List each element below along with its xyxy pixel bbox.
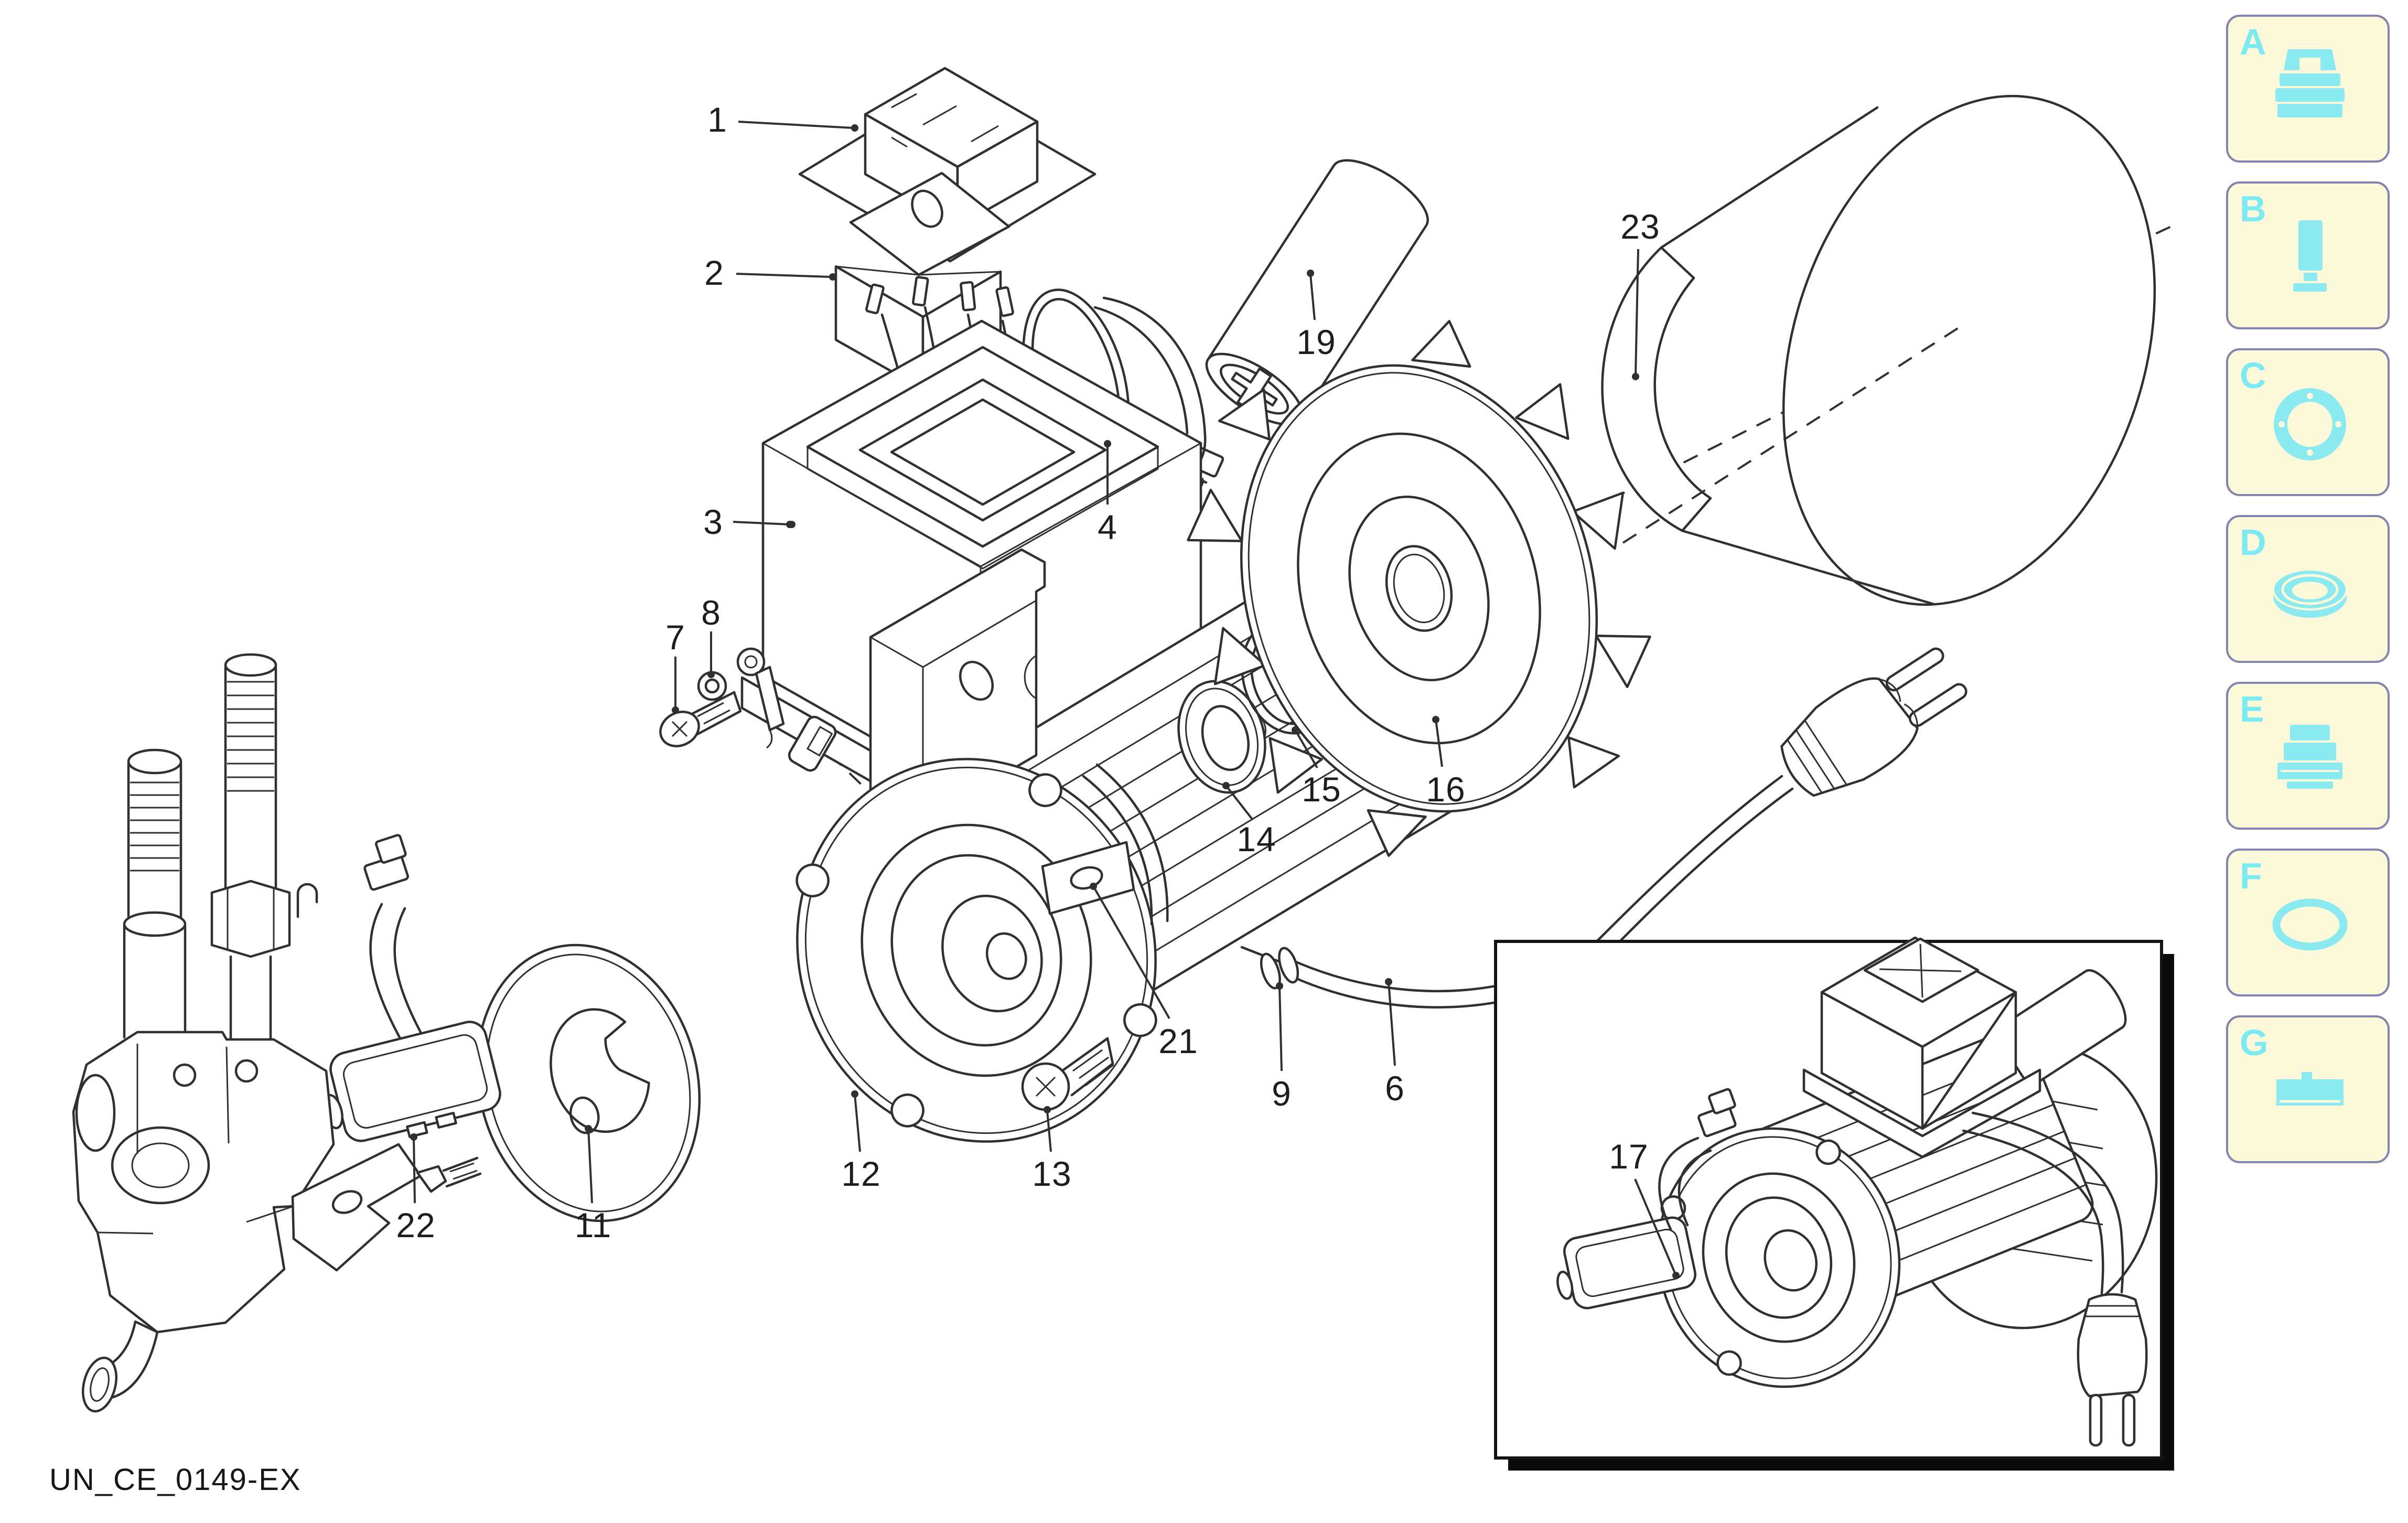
callout-17: 17 xyxy=(1609,1137,1649,1176)
assembled-unit xyxy=(1556,936,2158,1447)
leader-line-9 xyxy=(1278,985,1283,1071)
sidebar-item-d[interactable]: D xyxy=(2226,515,2390,663)
leader-line-13 xyxy=(1046,1110,1052,1152)
part-screw-7 xyxy=(659,691,742,747)
leader-line-21 xyxy=(1092,886,1170,1019)
callout-1: 1 xyxy=(707,100,727,139)
sidebar-item-g[interactable]: G xyxy=(2226,1015,2390,1163)
callout-22: 22 xyxy=(396,1206,436,1245)
sidebar-item-f[interactable]: F xyxy=(2226,849,2390,996)
leader-line-14 xyxy=(1225,785,1253,820)
drawing-code: UN_CE_0149-EX xyxy=(49,1463,302,1497)
callout-11: 11 xyxy=(574,1206,612,1245)
sidebar-item-e[interactable]: E xyxy=(2226,682,2390,830)
sidebar-letter-f: F xyxy=(2240,855,2262,896)
leader-line-3 xyxy=(733,521,790,525)
leader-line-17 xyxy=(1634,1178,1677,1276)
callout-23: 23 xyxy=(1620,207,1660,246)
leader-lines xyxy=(413,121,1677,1276)
part-clamp-strap xyxy=(1041,763,1169,926)
callout-6: 6 xyxy=(1385,1069,1405,1108)
cord-grommet xyxy=(1260,947,1299,990)
callout-14: 14 xyxy=(1237,820,1276,859)
callout-19: 19 xyxy=(1296,323,1336,361)
leader-line-23 xyxy=(1635,249,1639,376)
callout-21: 21 xyxy=(1158,1022,1198,1060)
part-motor-shell xyxy=(1601,94,2156,606)
leader-line-2 xyxy=(736,273,832,278)
sidebar-letter-b: B xyxy=(2240,188,2266,229)
leader-line-15 xyxy=(1294,729,1318,769)
callout-9: 9 xyxy=(1272,1074,1292,1113)
flange-gasket-icon xyxy=(2274,388,2346,460)
part-washer-terminal xyxy=(697,647,785,749)
leader-line-19 xyxy=(1309,274,1316,320)
power-plug xyxy=(1780,647,1968,797)
leader-line-11 xyxy=(587,1128,593,1204)
callout-2: 2 xyxy=(704,253,724,292)
callout-13: 13 xyxy=(1032,1154,1072,1193)
oil-seal-icon xyxy=(2272,569,2348,618)
leader-line-16 xyxy=(1435,719,1443,767)
leader-line-6 xyxy=(1388,981,1396,1066)
key-shim-icon xyxy=(2276,1072,2344,1106)
callout-7: 7 xyxy=(665,618,685,657)
callout-3: 3 xyxy=(703,502,723,541)
inset-box xyxy=(1494,936,2174,1471)
o-ring-icon xyxy=(2272,898,2348,951)
stepped-plug-icon xyxy=(2277,725,2342,789)
callout-15: 15 xyxy=(1302,770,1341,809)
pump-assembly xyxy=(72,653,482,1413)
sidebar-letter-g: G xyxy=(2240,1022,2269,1063)
sidebar-letter-c: C xyxy=(2240,355,2266,396)
part-fan-wheel xyxy=(1187,320,1651,857)
part-shaft-seal xyxy=(1177,680,1266,794)
sidebar-letter-a: A xyxy=(2240,22,2266,62)
cable-clamp-icon xyxy=(2275,49,2345,117)
leader-line-12 xyxy=(854,1093,861,1152)
callout-12: 12 xyxy=(841,1154,881,1193)
part-screw-13 xyxy=(1021,1037,1114,1113)
bushing-icon xyxy=(2293,220,2327,292)
sidebar-item-a[interactable]: A xyxy=(2226,15,2390,163)
sidebar-letter-d: D xyxy=(2240,522,2266,563)
sidebar-item-c[interactable]: C xyxy=(2226,348,2390,496)
leader-line-1 xyxy=(738,121,854,129)
callout-16: 16 xyxy=(1426,770,1466,809)
callout-8: 8 xyxy=(701,593,721,632)
callout-4: 4 xyxy=(1098,508,1117,546)
leader-line-22 xyxy=(413,1136,416,1204)
sidebar-letter-e: E xyxy=(2240,689,2264,730)
sidebar-item-b[interactable]: B xyxy=(2226,181,2390,329)
